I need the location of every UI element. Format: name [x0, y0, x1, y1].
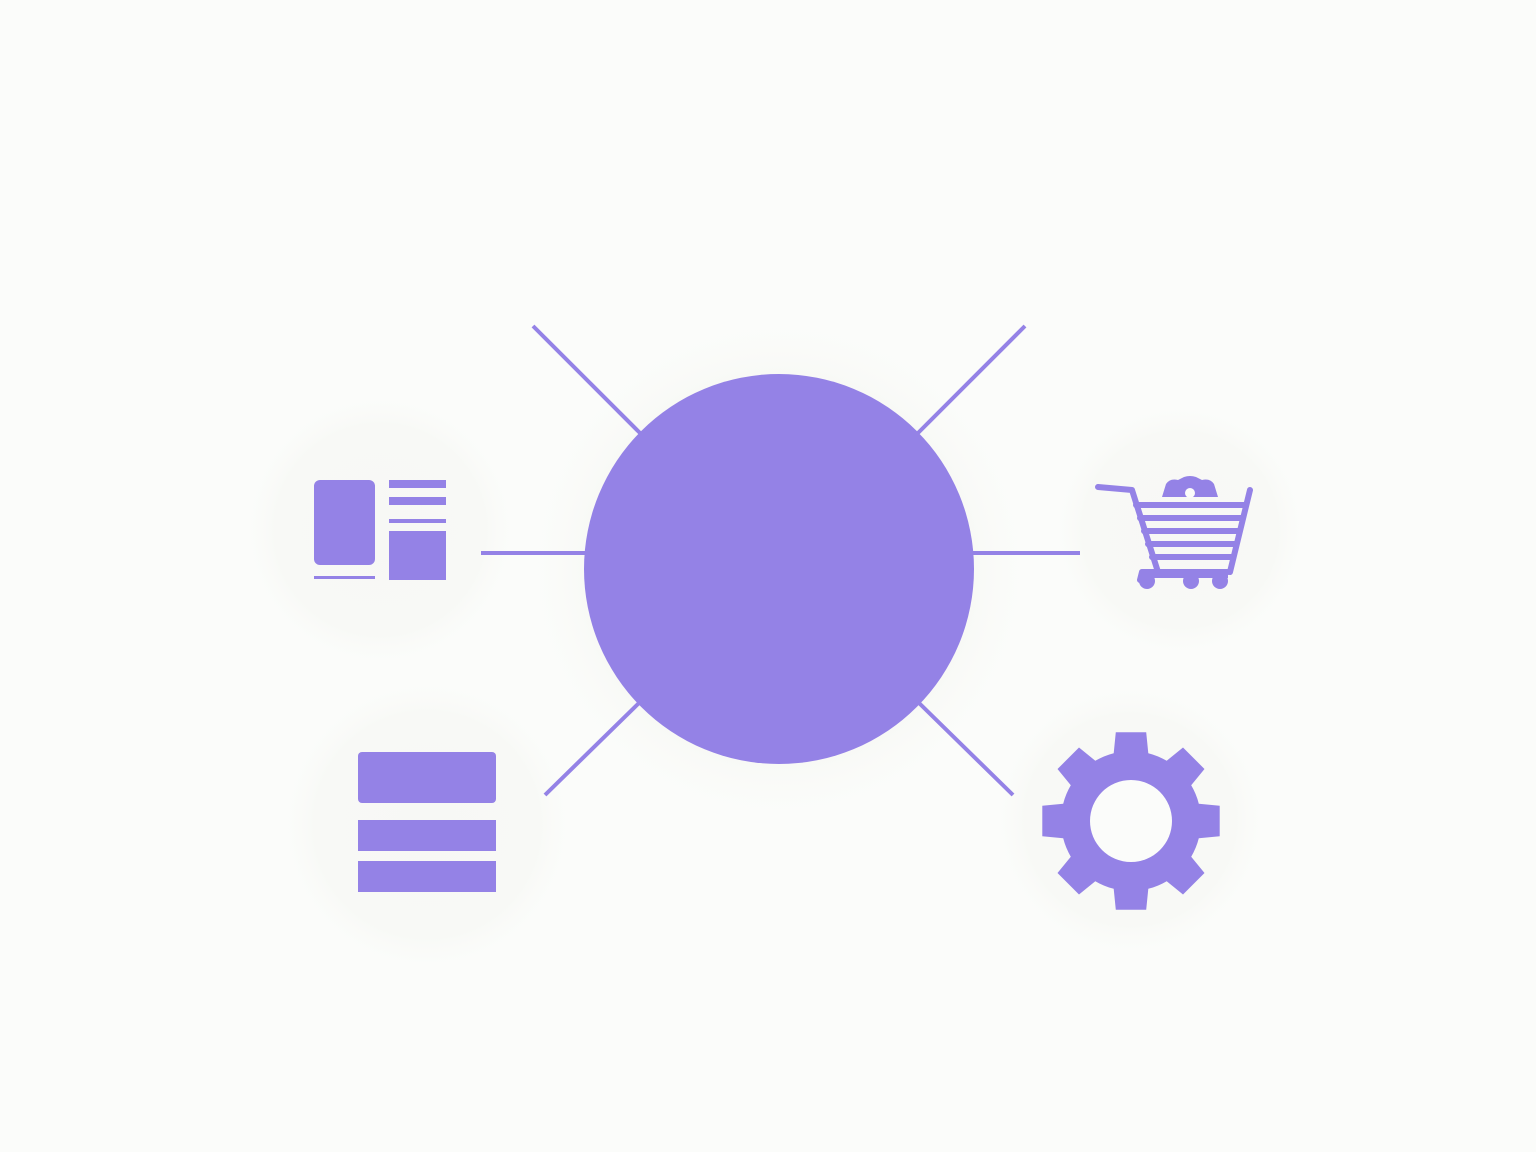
shopping-cart-icon [1095, 476, 1253, 589]
layout-grid-icon [314, 480, 446, 580]
gear-icon [1042, 732, 1220, 910]
list-stack-icon [358, 752, 496, 892]
layout-icon-block [389, 531, 446, 580]
layout-icon-bar-1 [389, 480, 446, 488]
layout-icon-bar-2 [389, 497, 446, 505]
layout-node-halo [240, 390, 520, 670]
list-icon-bar-1 [358, 752, 496, 803]
gear-icon-hole [1090, 780, 1172, 862]
layout-icon-panel [314, 480, 375, 565]
layout-icon-bar-3 [389, 519, 446, 523]
list-icon-bar-2 [358, 820, 496, 851]
central-hub-circle [584, 374, 974, 764]
connector-line-to-settings [916, 700, 1015, 797]
connector-line-to-list [543, 700, 642, 797]
layout-icon-underline [314, 576, 375, 579]
list-icon-bar-3 [358, 861, 496, 892]
connector-line-top-left [531, 324, 642, 435]
connectors [481, 324, 1080, 797]
connector-line-top-right [916, 324, 1027, 435]
